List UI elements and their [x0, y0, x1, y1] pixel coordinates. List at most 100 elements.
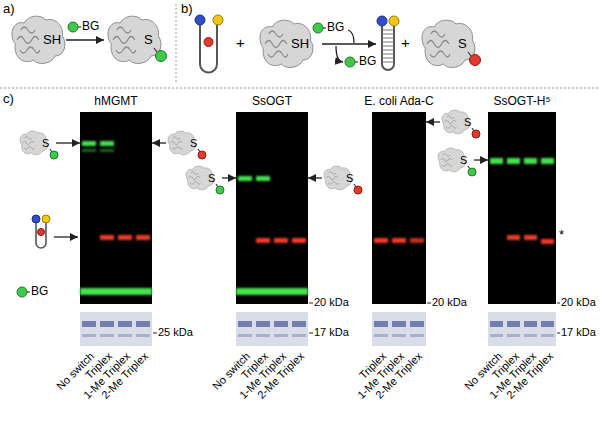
asterisk: *	[559, 228, 564, 243]
red-fluorophore	[198, 151, 206, 159]
thiol-label: SH	[291, 37, 309, 52]
protein: SH	[8, 14, 66, 66]
coomassie-strip	[136, 334, 150, 337]
marker-tick	[557, 333, 560, 334]
marker-tick	[309, 303, 313, 304]
coomassie-strip	[374, 321, 388, 327]
coomassie-strip	[82, 321, 96, 327]
coomassie-strip	[274, 334, 288, 337]
dna-triplex	[382, 58, 394, 59]
panel-separator	[0, 88, 600, 89]
green-gel-band	[490, 158, 503, 164]
red-gel-band	[410, 238, 424, 243]
green-gel-band	[80, 141, 554, 295]
thiol-label: S	[346, 172, 353, 185]
green-fluorophore	[345, 57, 355, 67]
green-gel-band	[82, 149, 96, 152]
reaction-arrow	[56, 142, 80, 143]
coomassie-strip	[238, 321, 252, 327]
gel-title: hMGMT	[94, 95, 137, 109]
thiol-label: SH	[43, 33, 61, 48]
coomassie-strip	[524, 321, 537, 327]
green-fluorophore	[216, 186, 224, 194]
gel-background	[372, 112, 426, 304]
dna-triplex	[382, 50, 394, 51]
coomassie-strip	[292, 334, 306, 337]
gel-panel: E. coli Ada-C	[372, 112, 426, 304]
coomassie-strip	[82, 334, 96, 337]
fluorophore-bond	[468, 52, 471, 56]
dna-triplex	[382, 62, 394, 63]
reaction-arrow	[222, 177, 236, 178]
thiol-label: S	[458, 37, 467, 52]
green-fluorophore	[156, 51, 167, 62]
protein: S	[104, 14, 162, 66]
coomassie-strip	[410, 334, 424, 337]
coomassie-strip	[541, 334, 554, 337]
coomassie-strip	[100, 321, 114, 327]
thiol-label: S	[464, 116, 471, 129]
protein-illustration	[12, 16, 65, 63]
panel-letter: c)	[3, 92, 14, 107]
dna-triplex	[382, 26, 394, 70]
protein-illustration	[108, 16, 161, 63]
protein-icon: S	[322, 162, 360, 194]
benzylguanine-label: BG	[82, 20, 99, 34]
coomassie-strip	[256, 334, 270, 337]
coomassie-strip	[541, 321, 554, 327]
thiol-label: S	[208, 172, 215, 185]
plus-sign: +	[236, 34, 245, 51]
size-marker: 17 kDa	[314, 326, 349, 339]
reaction-arrow	[336, 46, 343, 62]
reaction-arrow	[348, 30, 354, 43]
benzylguanine-label: BG	[327, 21, 344, 35]
marker-tick	[309, 333, 313, 334]
coomassie-strip	[118, 321, 132, 327]
reaction-arrow	[474, 159, 488, 160]
green-fluorophore	[68, 22, 78, 32]
protein-illustration	[260, 20, 313, 67]
coomassie-strip	[507, 321, 520, 327]
coomassie-strip	[392, 321, 406, 327]
red-gel-band	[374, 238, 388, 243]
dna-hairpin	[213, 15, 223, 25]
red-gel-band	[136, 235, 150, 240]
dna-hairpin	[32, 215, 40, 223]
green-fluorophore	[313, 23, 323, 33]
red-gel-band	[274, 238, 288, 243]
fluorophore-bond	[154, 48, 157, 52]
green-gel-band	[541, 158, 554, 164]
marker-tick	[557, 303, 560, 304]
dna-hairpin	[200, 24, 217, 73]
coomassie-strip	[292, 321, 306, 327]
thiol-label: S	[42, 137, 49, 150]
protein-icon: S	[184, 162, 222, 194]
coomassie-strip	[274, 321, 288, 327]
marker-tick	[153, 333, 157, 334]
gel-background	[236, 112, 308, 304]
dna-triplex	[382, 38, 394, 39]
benzylguanine-label: BG	[359, 55, 376, 69]
dna-triplex	[382, 30, 394, 62]
dna-hairpin	[36, 223, 46, 248]
protein: SH	[256, 18, 314, 70]
green-gel-band	[100, 141, 114, 146]
panel-letter: b)	[181, 2, 193, 17]
coomassie-strip	[80, 312, 152, 346]
marker-tick	[153, 303, 560, 333]
coomassie-strip	[490, 321, 503, 327]
green-gel-band	[238, 176, 252, 181]
green-gel-band	[256, 176, 270, 181]
coomassie-strip	[374, 334, 388, 337]
dna-hairpin	[204, 38, 213, 47]
gel-panel: SsOGT	[236, 112, 308, 304]
coomassie-strip	[238, 334, 252, 337]
green-gel-band	[100, 149, 114, 152]
reaction-arrow	[308, 177, 322, 178]
thiol-label: S	[190, 137, 197, 150]
protein-icon: S	[166, 127, 204, 159]
marker-tick	[427, 303, 431, 304]
dna-hairpin	[42, 215, 50, 223]
dna-hairpin	[38, 229, 45, 236]
red-fluorophore	[470, 55, 481, 66]
